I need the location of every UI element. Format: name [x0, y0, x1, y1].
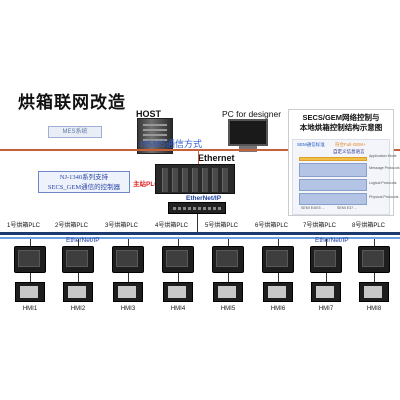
oven-plc-icon [212, 246, 244, 273]
plc-label: 1号烘箱PLC [7, 223, 41, 229]
plc-label: 4号烘箱PLC [155, 223, 189, 229]
ethernet-label: Ethernet [198, 153, 235, 163]
plc-drop-line [228, 239, 229, 249]
mes-label: MES系统 [48, 126, 102, 138]
note-line-1: NJ-1340系列支持 [59, 174, 109, 181]
hmi-label: HMI6 [270, 306, 286, 312]
plc-drop-line [374, 239, 375, 249]
plc-label: 8号烘箱PLC [352, 223, 386, 229]
fieldbus-line [0, 232, 400, 235]
hmi-icon [63, 282, 93, 302]
panel-title-line-1: SECS/GEM网络控制与 [302, 113, 380, 122]
main-plc-label: 主站PLC* [133, 181, 162, 188]
panel-footer-a: SEMI E4/E5 ... [301, 206, 325, 210]
fieldbus-line-secondary [0, 237, 400, 239]
plc-label: 6号烘箱PLC [255, 223, 289, 229]
host-label: HOST [136, 109, 162, 119]
hmi-drop-line [128, 273, 129, 282]
panel-caption-a: SEM通信标准 [297, 142, 325, 147]
hmi-icon [213, 282, 243, 302]
protocol-stack-diagram: SEM通信标准 符合Full-GEM+ 自定义信息语言 Application … [292, 139, 400, 215]
host-server-icon [137, 118, 173, 154]
oven-plc-icon [358, 246, 390, 273]
bus-label-left: EtherNet/IP [66, 237, 100, 244]
oven-plc-icon [262, 246, 294, 273]
panel-caption-b: 符合Full-GEM+ [335, 142, 366, 147]
oven-plc-icon [310, 246, 342, 273]
plc-drop-line [326, 239, 327, 249]
oven-plc-icon [14, 246, 46, 273]
hmi-drop-line [228, 273, 229, 282]
hsms-label: HSMS通信方式 [140, 139, 203, 149]
layer-label: Message Protocols [369, 166, 400, 170]
layer-stripe [299, 157, 367, 161]
pc-label: PC for designer [222, 109, 282, 119]
plc-drop-line [278, 239, 279, 249]
plc-label: 5号烘箱PLC [205, 223, 239, 229]
hmi-label: HMI8 [366, 306, 382, 312]
hmi-icon [359, 282, 389, 302]
plc-label: 3号烘箱PLC [105, 223, 139, 229]
panel-title-line-2: 本地烘箱控制结构示意图 [299, 123, 383, 132]
layer-message [299, 163, 367, 177]
hmi-icon [15, 282, 45, 302]
layer-label: Application Mode [369, 154, 397, 158]
plc-label: 2号烘箱PLC [55, 223, 89, 229]
layer-physical [299, 193, 367, 205]
pc-monitor-icon [228, 119, 268, 146]
hmi-label: HMI3 [120, 306, 136, 312]
hmi-drop-line [178, 273, 179, 282]
main-plc-icon [155, 164, 235, 194]
switch-icon [168, 202, 226, 214]
layer-label: Logical Protocols [369, 181, 397, 185]
ethernet-drop-line [198, 151, 199, 164]
hmi-label: HMI2 [70, 306, 86, 312]
plc-drop-line [78, 239, 79, 249]
page-title: 烘箱联网改造 [18, 93, 126, 112]
hmi-drop-line [374, 273, 375, 282]
hmi-icon [263, 282, 293, 302]
plc-label: 7号烘箱PLC [303, 223, 337, 229]
hmi-icon [113, 282, 143, 302]
panel-footer-b: SEMI E37 ... [337, 206, 358, 210]
hmi-drop-line [30, 273, 31, 282]
hmi-label: HMI4 [170, 306, 186, 312]
hmi-icon [163, 282, 193, 302]
panel-caption-c: 自定义信息语言 [333, 149, 365, 154]
switch-drop-line [197, 214, 198, 232]
note-line-2: SECS_GEM通信的控制器 [47, 184, 121, 191]
oven-plc-icon [162, 246, 194, 273]
layer-label: Physical Protocols [369, 195, 399, 199]
plc-drop-line [178, 239, 179, 249]
ethernetip-label: EtherNet/IP [186, 195, 222, 202]
hmi-label: HMI7 [318, 306, 334, 312]
layer-logical [299, 179, 367, 191]
controller-note: NJ-1340系列支持 SECS_GEM通信的控制器 [38, 171, 130, 193]
hmi-icon [311, 282, 341, 302]
oven-plc-icon [62, 246, 94, 273]
plc-drop-line [128, 239, 129, 249]
bus-label-right: EtherNet/IP [315, 237, 349, 244]
hmi-label: HMI5 [220, 306, 236, 312]
plc-drop-line [30, 239, 31, 249]
hmi-drop-line [326, 273, 327, 282]
oven-plc-icon [112, 246, 144, 273]
hmi-drop-line [78, 273, 79, 282]
hmi-drop-line [278, 273, 279, 282]
ethernet-line [0, 149, 400, 151]
hmi-label: HMI1 [22, 306, 38, 312]
